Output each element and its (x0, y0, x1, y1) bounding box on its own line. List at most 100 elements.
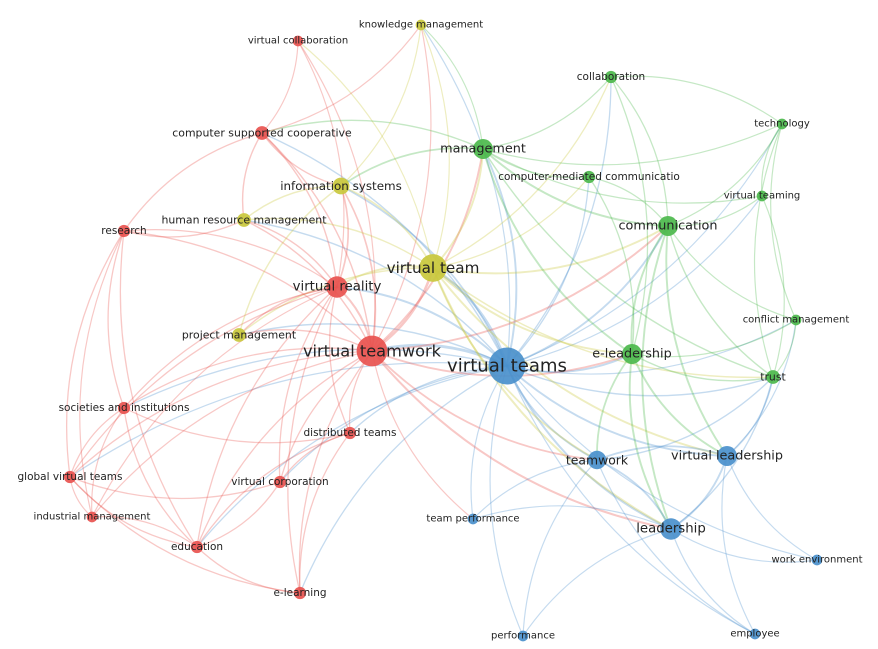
node-knowledge-management[interactable] (415, 19, 427, 31)
link-csc-rs (123, 132, 263, 232)
link-rs-hrm (123, 219, 245, 238)
link-tw-em (596, 459, 756, 635)
node-work-environment[interactable] (811, 554, 823, 566)
link-vtw-km (371, 24, 432, 352)
node-education[interactable] (190, 540, 204, 554)
node-computer-mediated-communicatio[interactable] (582, 170, 596, 184)
link-vts-vtg (506, 195, 763, 367)
link-vtw-mg (371, 148, 484, 352)
link-vts-ed (196, 365, 508, 548)
link-vts-ld (506, 365, 672, 530)
link-cm-tr (667, 225, 774, 378)
node-teamwork[interactable] (587, 450, 607, 470)
node-virtual-teamwork[interactable] (356, 335, 388, 367)
link-gvt-eln (69, 476, 301, 594)
link-mg-csc (261, 119, 484, 150)
node-trust[interactable] (766, 370, 780, 384)
node-e-leadership[interactable] (622, 344, 642, 364)
node-leadership[interactable] (660, 518, 682, 540)
link-vtw-tw (371, 350, 598, 461)
node-conflict-management[interactable] (790, 314, 802, 326)
link-vl-cf (726, 319, 797, 457)
node-research[interactable] (117, 224, 131, 238)
node-technology[interactable] (776, 118, 788, 130)
link-vtm-tr (432, 267, 774, 379)
node-project-management[interactable] (232, 328, 246, 342)
node-virtual-teaming[interactable] (756, 190, 768, 202)
node-industrial-management[interactable] (86, 511, 98, 523)
link-mg-cm (482, 148, 669, 227)
node-management[interactable] (473, 139, 493, 159)
link-vtw-cm (371, 225, 669, 352)
link-rs-im (79, 230, 125, 518)
node-societies-and-institutions[interactable] (117, 401, 131, 415)
link-csc-km (261, 24, 422, 134)
link-dt-vco (279, 432, 351, 483)
node-communication[interactable] (658, 216, 678, 236)
link-vtw-rs (123, 230, 373, 352)
link-gvt-vco (69, 476, 281, 500)
node-distributed-teams[interactable] (343, 426, 357, 440)
node-computer-supported-cooperative[interactable] (255, 126, 269, 140)
node-virtual-leadership[interactable] (717, 446, 737, 466)
link-vr-vco (278, 286, 338, 483)
node-label: research (101, 225, 146, 237)
link-mg-te (482, 123, 783, 166)
link-ld-tw (596, 459, 672, 530)
node-virtual-team[interactable] (419, 254, 447, 282)
link-mg-is (340, 147, 484, 187)
link-vr-is (336, 185, 350, 288)
node-label: technology (754, 119, 810, 130)
node-performance[interactable] (517, 630, 529, 642)
link-el-vl (631, 353, 728, 457)
link-vl-em (721, 455, 756, 635)
link-vr-rs (123, 228, 338, 288)
node-team-performance[interactable] (467, 513, 479, 525)
link-si-dt (123, 407, 351, 444)
link-vtw-im (91, 350, 373, 518)
node-employee[interactable] (749, 628, 761, 640)
node-label: work environment (771, 555, 862, 566)
node-collaboration[interactable] (604, 70, 618, 84)
node-label: communication (619, 219, 718, 234)
link-vr-si (123, 286, 338, 409)
node-virtual-reality[interactable] (326, 276, 348, 298)
link-tr-vtg (761, 195, 785, 378)
link-ed-eln (196, 546, 301, 594)
node-human-resource-management[interactable] (237, 213, 251, 227)
link-cm-co (610, 76, 669, 227)
link-vtw-ld (371, 350, 672, 531)
link-vts-te (506, 123, 783, 367)
node-label: knowledge management (359, 20, 483, 31)
node-virtual-teams[interactable] (488, 347, 526, 385)
link-cm-cf (667, 225, 797, 321)
link-ed-vco (196, 481, 281, 548)
node-virtual-collaboration[interactable] (292, 35, 304, 47)
link-ld-we (670, 528, 818, 563)
link-vts-cmc (506, 176, 590, 367)
node-label: management (440, 142, 526, 157)
link-vts-eln (299, 365, 508, 594)
link-vts-vr (336, 285, 508, 367)
node-virtual-corporation[interactable] (273, 475, 287, 489)
node-label: global virtual teams (18, 471, 123, 483)
link-vr-csc (261, 132, 338, 288)
link-vr-eln (287, 286, 338, 594)
link-el-co (610, 76, 649, 355)
link-vr-vc (297, 40, 345, 288)
link-vts-pm (238, 323, 508, 367)
link-vts-em (506, 365, 756, 635)
node-global-virtual-teams[interactable] (63, 470, 77, 484)
link-mg-km (420, 24, 484, 150)
node-information-systems[interactable] (332, 177, 350, 195)
link-vtm-co (432, 76, 612, 269)
node-label: virtual corporation (231, 476, 328, 488)
link-vts-mg (482, 148, 518, 367)
link-vts-csc (261, 132, 508, 367)
node-label: human resource management (162, 214, 328, 227)
link-mg-tr (482, 148, 774, 378)
link-vts-co (506, 76, 612, 367)
node-e-learning[interactable] (293, 586, 307, 600)
link-vtm-km (420, 24, 450, 269)
link-tw-tr (596, 376, 774, 461)
